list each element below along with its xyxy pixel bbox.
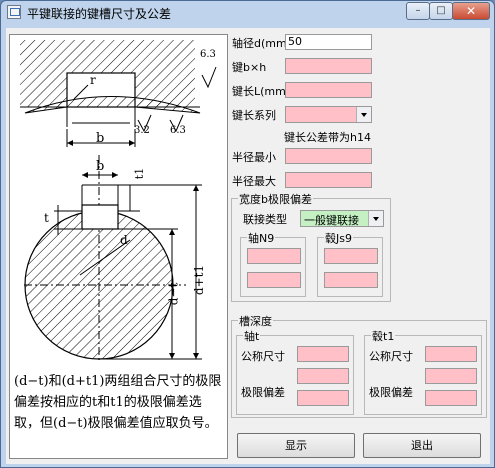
connection-type-value: 一般键联接: [304, 214, 359, 227]
slot-depth-frame: 槽深度 轴t 公称尺寸 极限偏差 毂t1 公称尺寸 极限偏差: [231, 313, 487, 418]
roughness-label-mid-right: 6.3: [170, 125, 186, 136]
key-bxh-label: 键b×h: [232, 61, 267, 74]
hub-t1-title: 毂t1: [371, 328, 396, 344]
radius-min-label: 半径最小: [232, 151, 276, 164]
chevron-down-icon[interactable]: [368, 211, 383, 226]
hub-t1-upper-field[interactable]: [425, 368, 477, 384]
hub-t1-lower-field[interactable]: [425, 390, 477, 406]
hub-js9-title: 毂Js9: [324, 230, 353, 246]
width-deviation-frame: 宽度b极限偏差 联接类型 一般键联接 轴N9 毂Js9: [231, 191, 391, 302]
shaft-diameter-label: 轴径d(mm): [232, 37, 291, 50]
width-label-bottom: b: [96, 159, 105, 174]
key-length-tolerance-note: 键长公差带为h14: [284, 131, 371, 144]
shaft-keyway: [81, 204, 119, 230]
maximize-button[interactable]: □: [429, 2, 453, 20]
t1-label: t1: [133, 167, 147, 180]
shaft-t-lower-field[interactable]: [297, 390, 349, 406]
radius-max-field[interactable]: [285, 172, 372, 188]
shaft-t-nominal-label: 公称尺寸: [241, 350, 285, 363]
shaft-n9-lower-field[interactable]: [247, 272, 301, 288]
hub-t1-nominal-label: 公称尺寸: [369, 350, 413, 363]
roughness-label-mid-left: 3.2: [134, 125, 150, 136]
slot-depth-title: 槽深度: [238, 313, 273, 329]
hub-js9-upper-field[interactable]: [324, 248, 378, 264]
show-button[interactable]: 显示: [237, 433, 355, 458]
shaft-n9-group: 轴N9: [240, 230, 306, 297]
shaft-t-limit-label: 极限偏差: [241, 386, 285, 399]
connection-type-select[interactable]: 一般键联接: [300, 210, 384, 227]
shaft-t-nominal-field[interactable]: [297, 346, 349, 362]
dimension-note: (d−t)和(d+t1)两组组合尺寸的极限偏差按相应的t和t1的极限偏差选取，但…: [14, 374, 222, 431]
drawing-svg: [20, 40, 217, 360]
hub-t1-nominal-field[interactable]: [425, 346, 477, 362]
radius-label: r: [90, 73, 96, 87]
shaft-section: [24, 96, 201, 114]
key-length-label: 键长L(mm): [232, 85, 291, 98]
app-icon: [7, 5, 21, 19]
shaft-n9-title: 轴N9: [247, 230, 276, 246]
hub-t1-group: 毂t1 公称尺寸 极限偏差: [364, 328, 482, 415]
shaft-diameter-input[interactable]: 50: [285, 34, 372, 50]
d-minus-t-label: d−t: [166, 282, 181, 306]
key-bxh-field[interactable]: [285, 58, 372, 74]
title-bar: 平键联接的键槽尺寸及公差 – □ ✕: [1, 1, 494, 23]
width-deviation-title: 宽度b极限偏差: [238, 191, 313, 207]
client-area: 6.3 r b 3.2 6.3 b t1 t d d−t d+t1 (d−t)和…: [6, 28, 490, 464]
key-length-series-select[interactable]: [285, 106, 372, 123]
key-length-field[interactable]: [285, 82, 372, 98]
shaft-n9-upper-field[interactable]: [247, 248, 301, 264]
hub-section: [20, 40, 195, 107]
shaft-t-title: 轴t: [243, 328, 261, 344]
t-label: t: [44, 211, 49, 225]
hub-js9-group: 毂Js9: [317, 230, 383, 297]
shaft-t-group: 轴t 公称尺寸 极限偏差: [236, 328, 354, 415]
minimize-button[interactable]: –: [406, 2, 430, 20]
connection-type-label: 联接类型: [243, 213, 287, 226]
d-label: d: [120, 233, 128, 247]
radius-max-label: 半径最大: [232, 175, 276, 188]
chevron-down-icon[interactable]: [356, 107, 371, 122]
shaft-t-upper-field[interactable]: [297, 368, 349, 384]
width-label-top: b: [96, 131, 105, 146]
hub-js9-lower-field[interactable]: [324, 272, 378, 288]
hub-t1-limit-label: 极限偏差: [369, 386, 413, 399]
key-slot-drawing: 6.3 r b 3.2 6.3 b t1 t d d−t d+t1 (d−t)和…: [9, 34, 228, 459]
key-length-series-label: 键长系列: [232, 109, 276, 122]
roughness-label-top: 6.3: [200, 49, 216, 60]
window-title: 平键联接的键槽尺寸及公差: [27, 7, 172, 21]
close-button[interactable]: ✕: [452, 2, 490, 20]
shaft-circle: [24, 210, 174, 360]
d-plus-t1-label: d+t1: [192, 264, 207, 296]
radius-min-field[interactable]: [285, 148, 372, 164]
exit-button[interactable]: 退出: [363, 433, 481, 458]
